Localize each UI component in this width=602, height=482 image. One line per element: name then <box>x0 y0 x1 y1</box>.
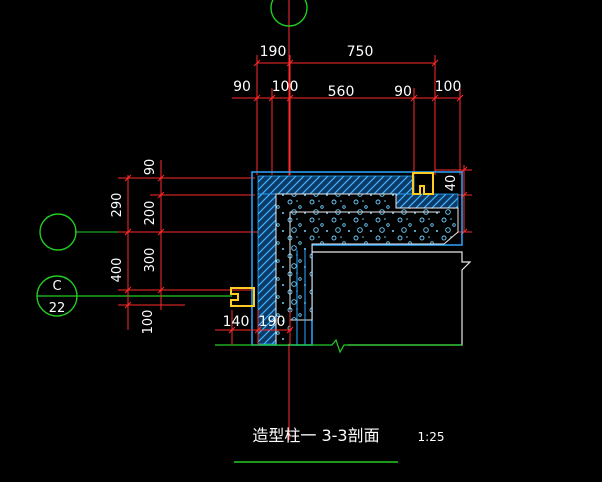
section-body <box>215 171 472 354</box>
dim-left-200: 200 <box>143 201 158 226</box>
left-dimensions <box>118 160 255 330</box>
top-dimensions <box>232 55 464 175</box>
dim-left-400: 400 <box>110 258 125 283</box>
dim-left-100: 100 <box>141 310 156 335</box>
dim-right-40: 40 <box>444 175 459 192</box>
drawing-scale: 1:25 <box>418 430 445 444</box>
dim-top-560: 560 <box>328 84 355 100</box>
timber-blocking <box>230 172 434 307</box>
dim-left-300: 300 <box>143 248 158 273</box>
dim-top-190: 190 <box>260 44 287 60</box>
dim-top-90b: 90 <box>394 84 412 100</box>
dim-top-90: 90 <box>233 79 251 95</box>
dim-top-750: 750 <box>347 44 374 60</box>
drawing-title: 造型柱一 3-3剖面 <box>252 426 379 445</box>
grid-bubble-c22: C 22 <box>36 275 232 317</box>
dim-bottom-190: 190 <box>259 314 286 330</box>
bottom-dimensions <box>215 310 294 345</box>
dim-left-90: 90 <box>143 159 158 176</box>
dim-top-100: 100 <box>272 79 299 95</box>
grid-bubble-top-label: C <box>52 279 61 294</box>
grid-bubble-bottom-label: 22 <box>49 301 66 316</box>
dim-top-100b: 100 <box>435 79 462 95</box>
dim-left-290: 290 <box>110 193 125 218</box>
dim-bottom-140: 140 <box>223 314 250 330</box>
